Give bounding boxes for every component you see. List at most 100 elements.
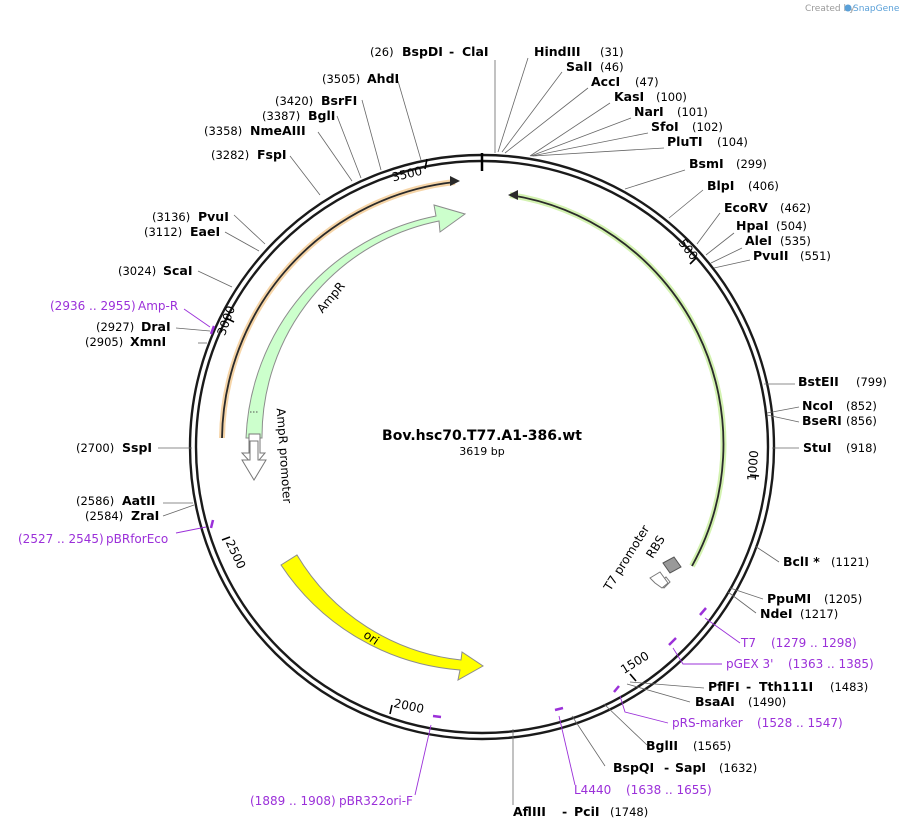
primer-name-pgex[interactable]: pGEX 3': [726, 657, 773, 671]
leader-sali: [501, 71, 563, 153]
site-pos-pvui: (3136): [152, 210, 190, 224]
primer-range-ampr: (2936 .. 2955): [50, 299, 136, 313]
site-name-stui[interactable]: StuI: [803, 440, 832, 455]
site-name-ncoi[interactable]: NcoI: [802, 398, 833, 413]
site-name-nari[interactable]: NarI: [634, 104, 664, 119]
site-pos-acci: (47): [635, 75, 659, 89]
site-pos-fspi: (3282): [211, 148, 249, 162]
site-name-drai[interactable]: DraI: [141, 319, 171, 334]
site-name-hindiii[interactable]: HindIII: [534, 44, 581, 59]
primer-labels: T7 (1279 .. 1298) pGEX 3' (1363 .. 1385)…: [18, 299, 874, 808]
rbs-shape[interactable]: [662, 556, 682, 574]
site-name-bspqi[interactable]: BspQI: [613, 760, 654, 775]
site-name-bsaai[interactable]: BsaAI: [695, 694, 735, 709]
site-name-bsmi[interactable]: BsmI: [689, 156, 724, 171]
tick-label-1000: 1000: [745, 450, 762, 482]
leader-bglii: [603, 703, 648, 746]
site-name-xmni[interactable]: XmnI: [130, 334, 166, 349]
site-name-alei[interactable]: AleI: [745, 233, 772, 248]
site-name-hpai[interactable]: HpaI: [736, 218, 769, 233]
leader-ahdi: [397, 80, 422, 161]
primer-name-prs[interactable]: pRS-marker: [672, 716, 743, 730]
site-name-pluti[interactable]: PluTI: [667, 134, 703, 149]
site-pos-aatii: (2586): [76, 494, 114, 508]
site-name-pvui[interactable]: PvuI: [198, 209, 229, 224]
primer-name-t7[interactable]: T7: [740, 636, 756, 650]
leader-zrai: [162, 504, 195, 517]
ori-feature-arrow[interactable]: [280, 554, 484, 681]
site-pos-eaei: (3112): [144, 225, 182, 239]
site-name-sali[interactable]: SalI: [566, 59, 592, 74]
site-pos-bspqi: (1632): [719, 761, 757, 775]
site-name-aatii[interactable]: AatII: [122, 493, 155, 508]
site-pos-drai: (2927): [96, 320, 134, 334]
site-pos-ppumi: (1205): [824, 592, 862, 606]
primer-mark-ampr: [209, 325, 216, 335]
leader-blpi: [668, 189, 704, 219]
site-name-bglii[interactable]: BglII: [646, 738, 678, 753]
site-name-afliii[interactable]: AflIII: [513, 804, 546, 819]
site-dash-pflfi: -: [746, 679, 751, 694]
leader-kasi: [529, 102, 611, 157]
site-name-sapi[interactable]: SapI: [675, 760, 706, 775]
primer-name-ampr[interactable]: Amp-R: [138, 299, 178, 313]
site-dash-bspdi: -: [449, 44, 454, 59]
t7-promoter-arrow: [649, 571, 669, 589]
site-name-sspi[interactable]: SspI: [122, 440, 152, 455]
site-name-pflfi[interactable]: PflFI: [708, 679, 740, 694]
site-name-tth111i[interactable]: Tth111I: [759, 679, 813, 694]
site-name-ecorv[interactable]: EcoRV: [724, 200, 768, 215]
primer-name-l4440[interactable]: L4440: [574, 783, 611, 797]
site-pos-bsteii: (799): [856, 375, 887, 389]
site-name-ndei[interactable]: NdeI: [760, 606, 793, 621]
leader-ecorv: [696, 212, 721, 245]
leader-eaei: [224, 231, 260, 252]
site-name-eaei[interactable]: EaeI: [190, 224, 220, 239]
leader-bsmi: [624, 169, 686, 190]
primer-name-pbrforeco[interactable]: pBRforEco: [106, 532, 168, 546]
leader-pflfi: [629, 681, 705, 689]
site-name-clai[interactable]: ClaI: [462, 44, 489, 59]
amp-arc: [221, 181, 456, 439]
site-name-bspdi[interactable]: BspDI: [402, 44, 443, 59]
site-labels: (26) BspDI - ClaI HindIII (31) SalI (46)…: [76, 44, 887, 819]
site-name-bsrfi[interactable]: BsrFI: [321, 93, 357, 108]
site-name-kasi[interactable]: KasI: [614, 89, 644, 104]
primer-mark-pbr322: [432, 714, 442, 719]
primer-name-pbr322[interactable]: pBR322ori-F: [339, 794, 413, 808]
tick-label-1500: 1500: [618, 649, 651, 677]
site-name-ahdi[interactable]: AhdI: [367, 71, 399, 86]
site-name-pcii[interactable]: PciI: [574, 804, 600, 819]
site-name-bcli[interactable]: BclI *: [783, 554, 820, 569]
ampr-promoter-arrow-outline: [241, 440, 267, 481]
site-pos-blpi: (406): [748, 179, 779, 193]
site-name-pvuii[interactable]: PvuII: [753, 248, 789, 263]
site-name-ppumi[interactable]: PpuMI: [767, 591, 811, 606]
primer-mark-l4440: [554, 706, 564, 712]
tick-label-2000: 2000: [392, 696, 425, 716]
site-name-zrai[interactable]: ZraI: [131, 508, 159, 523]
site-name-scai[interactable]: ScaI: [163, 263, 193, 278]
leader-acci: [504, 87, 589, 154]
site-name-bseri[interactable]: BseRI: [802, 413, 842, 428]
site-name-acci[interactable]: AccI: [591, 74, 620, 89]
leader-fspi: [289, 155, 321, 196]
insert-arc-arrow-icon: [508, 190, 518, 200]
site-pos-bsmi: (299): [736, 157, 767, 171]
site-name-fspi[interactable]: FspI: [257, 147, 287, 162]
tick-3000: [225, 317, 235, 323]
leader-bsrfi: [361, 99, 382, 171]
site-pos-bcli: (1121): [831, 555, 869, 569]
site-name-bgli[interactable]: BglI: [308, 108, 335, 123]
site-dash-bspqi: -: [664, 760, 669, 775]
leader-nmeaiii: [317, 131, 353, 182]
site-name-sfoi[interactable]: SfoI: [651, 119, 679, 134]
ampr-feature-arrow[interactable]: [245, 204, 467, 439]
site-name-bsteii[interactable]: BstEII: [798, 374, 839, 389]
site-pos-hindiii: (31): [600, 45, 624, 59]
primer-range-prs: (1528 .. 1547): [757, 716, 843, 730]
leader-bcli: [754, 545, 780, 563]
site-name-blpi[interactable]: BlpI: [707, 178, 734, 193]
site-name-nmeaiii[interactable]: NmeAIII: [250, 123, 306, 138]
